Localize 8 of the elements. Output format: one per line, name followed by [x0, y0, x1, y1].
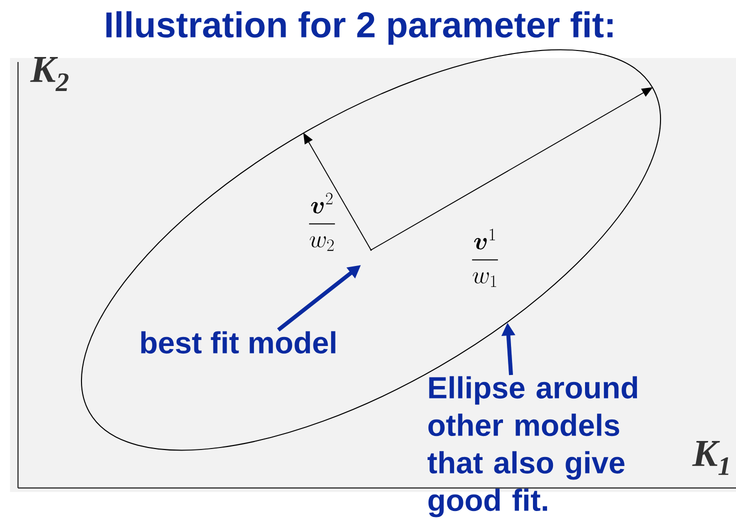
- callout-text: best fit model: [141, 331, 336, 354]
- axis-label: K$_{2}$: [30, 57, 68, 91]
- axis-label: K$_{1}$: [692, 441, 728, 475]
- ellipse-outline: [81, 49, 661, 451]
- vector-label: $\frac{\boldsymbol{v}^{1}}{w_{1}}$: [472, 228, 498, 287]
- vector-label: $\frac{\boldsymbol{v}^{2}}{w_{2}}$: [309, 192, 335, 251]
- callout-text: Ellipse around other models that also give good fit.: [428, 376, 638, 518]
- title: Illustration for 2 parameter fit:: [106, 11, 613, 45]
